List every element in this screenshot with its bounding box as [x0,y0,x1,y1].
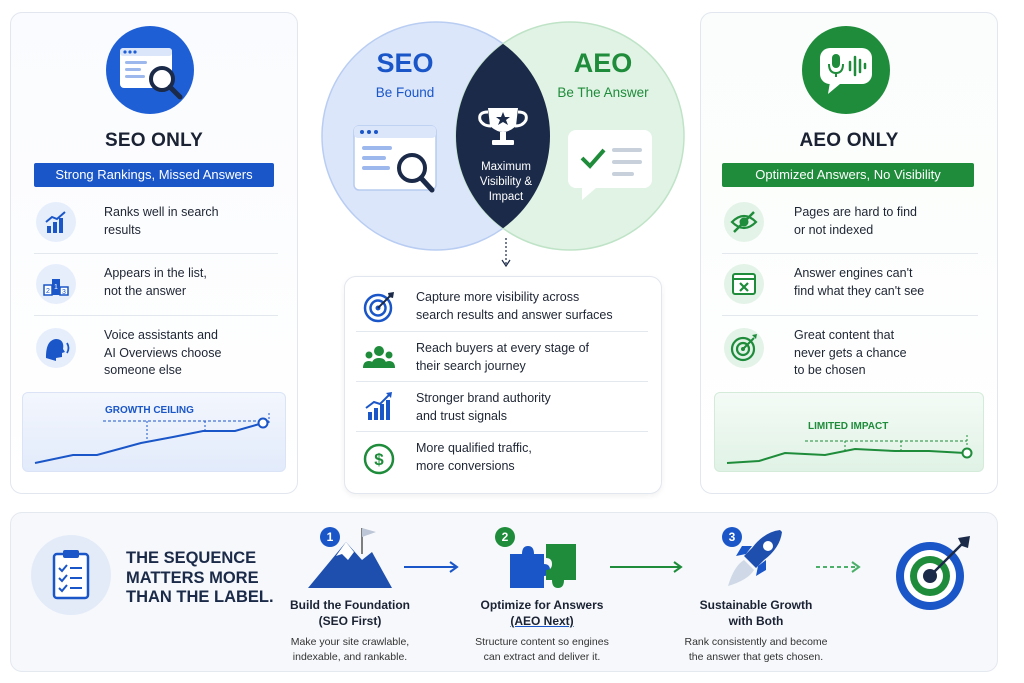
growth-ceiling-label: GROWTH CEILING [105,405,194,416]
seo-circle-title: SEO [376,48,434,78]
voice-speaking-icon [36,328,76,368]
arrow-step-2-to-3 [610,560,686,573]
step-3-badge: 3 [722,527,742,547]
svg-text:$: $ [374,450,384,469]
aeo-only-title: AEO ONLY [799,130,899,151]
limited-impact-label: LIMITED IMPACT [808,421,889,432]
dollar-icon: $ [362,442,396,476]
seo-only-banner: Strong Rankings, Missed Answers [34,163,274,187]
aeo-answer-bubble-icon [568,130,652,200]
venn-diagram [320,12,690,262]
rocket-icon [724,526,788,592]
step-1-title: Build the Foundation(SEO First) [290,598,410,628]
seo-circle-subtitle: Be Found [375,85,435,100]
mountain-flag-icon [306,524,392,590]
people-icon [362,340,396,374]
podium-icon: 2 1 3 [36,264,76,304]
growth-ceiling-chart: GROWTH CEILING [22,392,286,472]
trophy-icon [478,108,528,145]
aeo-circle-title: AEO [573,48,633,78]
seo-browser-icon [353,125,437,193]
ranking-chart-icon [36,202,76,242]
hidden-eye-icon [724,202,764,242]
seo-only-title: SEO ONLY [104,130,204,151]
missed-target-icon [724,328,764,368]
browser-x-icon [724,264,764,304]
left-row-2-text: Appears in the list,not the answer [104,266,207,298]
target-icon [362,290,396,324]
aeo-circle-subtitle: Be The Answer [557,85,649,100]
venn-down-arrow [500,238,512,270]
aeo-only-banner: Optimized Answers, No Visibility [722,163,974,187]
step-2-badge: 2 [495,527,515,547]
bullseye-target-icon [886,532,976,612]
benefit-4-text: More qualified traffic,more conversions [416,441,532,473]
step-1-badge: 1 [320,527,340,547]
svg-text:1: 1 [54,284,58,291]
svg-text:2: 2 [46,288,50,295]
step-2-title: Optimize for Answers(AEO Next) [480,598,604,628]
seo-search-icon [104,24,196,116]
voice-assistant-icon [800,24,892,116]
checklist-icon [30,534,112,616]
arrow-step-3-to-goal [816,560,864,573]
arrow-step-1-to-2 [404,560,462,573]
growth-chart-icon [362,390,396,424]
svg-text:3: 3 [62,289,66,296]
limited-impact-chart: LIMITED IMPACT [714,392,984,472]
benefits-panel [344,276,662,494]
step-1-description: Make your site crawlable,indexable, and … [290,636,410,663]
puzzle-pieces-icon [506,540,580,592]
